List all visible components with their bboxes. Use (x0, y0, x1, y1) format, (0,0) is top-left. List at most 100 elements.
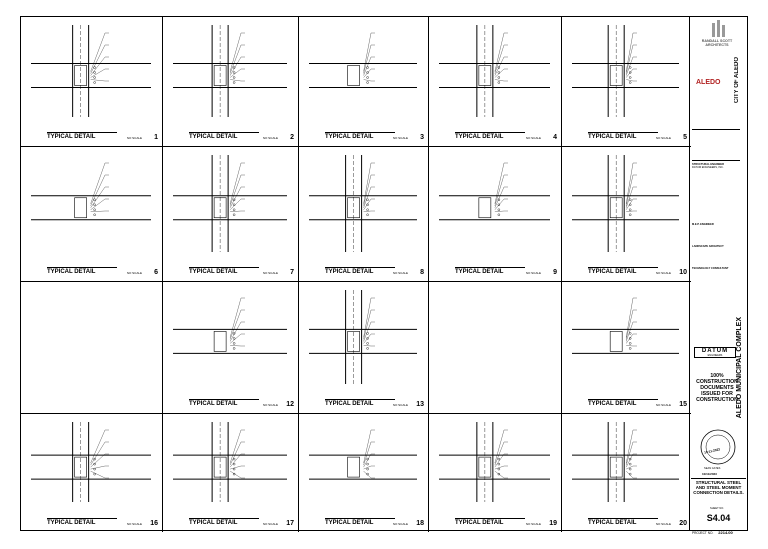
sheet-number: S4.04 (706, 513, 731, 523)
detail-title: TYPICAL DETAIL (588, 399, 658, 407)
detail-title: TYPICAL DETAIL (189, 518, 259, 526)
detail-number: 20 (679, 520, 687, 527)
seal-name: SEAN GATES (704, 467, 721, 470)
detail-number: 5 (683, 134, 687, 141)
client-logo: ALEDO (696, 79, 721, 86)
title-block: RANDALL SCOTT ARCHITECTS CITY OF ALEDO A… (690, 16, 748, 535)
detail-number: 2 (290, 134, 294, 141)
detail-number: 8 (420, 269, 424, 276)
detail-title: TYPICAL DETAIL (588, 267, 658, 275)
issue-status: 100% CONSTRUCTION DOCUMENTS ISSUED FOR C… (696, 373, 738, 403)
detail-number: 12 (286, 401, 294, 408)
connection-drawing (309, 32, 417, 88)
detail-title: TYPICAL DETAIL (455, 267, 525, 275)
connection-drawing (309, 290, 417, 384)
detail-scale: NO SCALE (525, 136, 541, 140)
detail-number: 9 (553, 269, 557, 276)
connection-drawing (173, 25, 287, 117)
connection-drawing (439, 25, 550, 117)
connection-drawing (173, 297, 287, 354)
consultant-2: M.E.P. ENGINEER (692, 223, 714, 226)
detail-number: 16 (150, 520, 158, 527)
firm-logo (712, 20, 725, 37)
detail-scale: NO SCALE (392, 136, 408, 140)
detail-cell-14 (429, 282, 562, 414)
detail-number: 19 (549, 520, 557, 527)
detail-title: TYPICAL DETAIL (455, 132, 525, 140)
connection-drawing (31, 422, 151, 502)
detail-scale: NO SCALE (392, 403, 408, 407)
detail-scale: NO SCALE (126, 136, 142, 140)
detail-title: TYPICAL DETAIL (189, 399, 259, 407)
revision-block (692, 129, 740, 161)
detail-scale: NO SCALE (655, 136, 671, 140)
sheet-title: STRUCTURAL STEEL AND STEEL MOMENT CONNEC… (691, 478, 746, 495)
connection-drawing (439, 422, 550, 502)
detail-title: TYPICAL DETAIL (588, 518, 658, 526)
detail-scale: NO SCALE (525, 522, 541, 526)
detail-title: TYPICAL DETAIL (325, 518, 395, 526)
detail-number: 13 (416, 401, 424, 408)
detail-scale: NO SCALE (392, 271, 408, 275)
connection-drawing (309, 155, 417, 252)
detail-scale: NO SCALE (126, 522, 142, 526)
engineer-seal (700, 429, 736, 465)
detail-title: TYPICAL DETAIL (325, 132, 395, 140)
detail-number: 1 (154, 134, 158, 141)
detail-title: TYPICAL DETAIL (189, 267, 259, 275)
detail-number: 15 (679, 401, 687, 408)
detail-title: TYPICAL DETAIL (325, 399, 395, 407)
detail-title: TYPICAL DETAIL (189, 132, 259, 140)
detail-number: 4 (553, 134, 557, 141)
detail-scale: NO SCALE (262, 136, 278, 140)
detail-title: TYPICAL DETAIL (455, 518, 525, 526)
connection-drawing (309, 429, 417, 480)
detail-scale: NO SCALE (262, 271, 278, 275)
detail-scale: NO SCALE (262, 522, 278, 526)
consultant-3: LANDSCAPE ARCHITECT (692, 245, 724, 248)
firm-name: RANDALL SCOTT ARCHITECTS (701, 39, 733, 47)
detail-number: 10 (679, 269, 687, 276)
detail-scale: NO SCALE (392, 522, 408, 526)
detail-title: TYPICAL DETAIL (47, 132, 117, 140)
connection-drawing (572, 297, 679, 354)
consultant-4: TECHNOLOGY CONSULTANT (692, 267, 729, 270)
connection-drawing (31, 25, 151, 117)
connection-drawing (173, 422, 287, 502)
detail-scale: NO SCALE (525, 271, 541, 275)
detail-cell-11 (21, 282, 163, 414)
connection-drawing (439, 162, 550, 221)
project-name: ALEDO MUNICIPAL COMPLEX (736, 317, 743, 419)
detail-scale: NO SCALE (655, 271, 671, 275)
issue-date: 10/11/2023 (702, 472, 717, 476)
client-name: CITY OF ALEDO (734, 57, 740, 104)
detail-title: TYPICAL DETAIL (47, 518, 117, 526)
detail-number: 3 (420, 134, 424, 141)
detail-number: 17 (286, 520, 294, 527)
detail-scale: NO SCALE (655, 522, 671, 526)
detail-title: TYPICAL DETAIL (588, 132, 658, 140)
detail-title: TYPICAL DETAIL (325, 267, 395, 275)
detail-number: 18 (416, 520, 424, 527)
detail-scale: NO SCALE (126, 271, 142, 275)
detail-scale: NO SCALE (262, 403, 278, 407)
connection-drawing (31, 162, 151, 221)
detail-scale: NO SCALE (655, 403, 671, 407)
detail-number: 6 (154, 269, 158, 276)
